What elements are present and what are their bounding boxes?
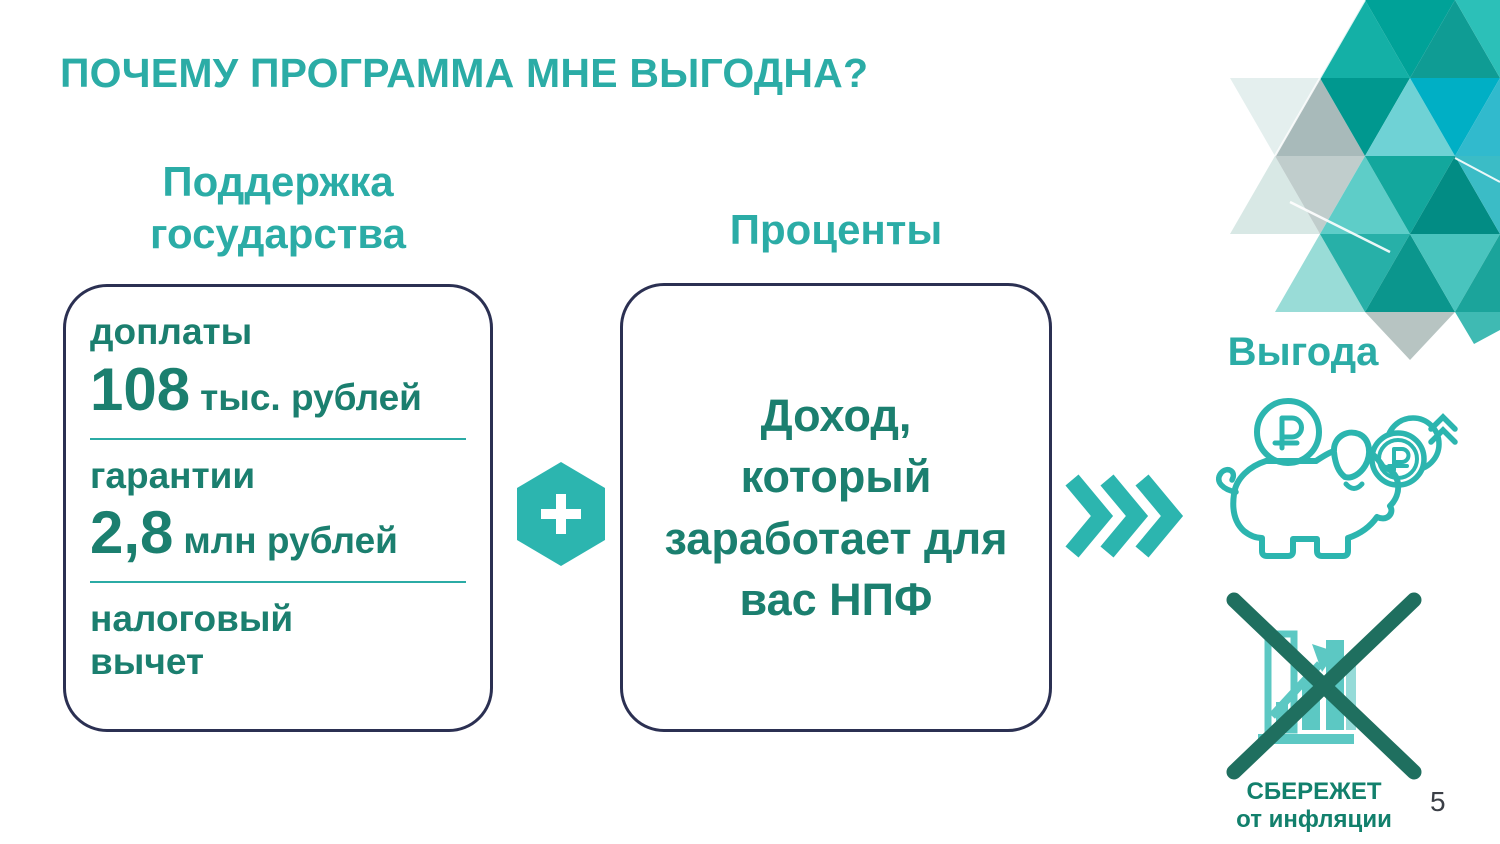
support-row-label: гарантии xyxy=(90,454,256,496)
plus-hexagon-icon xyxy=(517,462,605,566)
piggy-bank-icon xyxy=(1215,398,1458,559)
support-value-number: 108 xyxy=(90,355,191,423)
support-value-number: 2,8 xyxy=(90,499,174,567)
interest-column-header: Проценты xyxy=(729,206,943,253)
interest-card: Доход, который заработает для вас НПФ xyxy=(620,283,1052,732)
support-column-header: Поддержка государства xyxy=(150,158,406,258)
divider-line xyxy=(90,437,466,440)
growth-arrow-up-icon xyxy=(1428,413,1458,445)
ruble-coin-icon xyxy=(1254,398,1322,466)
benefit-column-header: Выгода xyxy=(1227,330,1379,374)
support-value-unit: тыс. рублей xyxy=(200,376,422,418)
support-row-label: доплаты xyxy=(90,311,253,352)
triple-chevron-right-icon xyxy=(1065,474,1184,558)
pig-ear xyxy=(1331,429,1373,481)
cross-x-icon xyxy=(1226,592,1422,780)
support-value-unit: млн рублей xyxy=(183,520,398,562)
inflation-caption: СБЕРЕЖЕТ от инфляции xyxy=(1236,778,1392,834)
support-row: налоговый вычет xyxy=(90,598,466,683)
page-number: 5 xyxy=(1430,786,1446,817)
pig-tail xyxy=(1215,467,1239,495)
divider-line xyxy=(90,581,466,584)
pig-eye xyxy=(1343,481,1365,491)
interest-card-text: Доход, который заработает для вас НПФ xyxy=(664,390,1008,625)
support-row-label: налоговый вычет xyxy=(90,598,294,682)
teal-triangle-mosaic-decoration xyxy=(1230,0,1500,360)
page-title: ПОЧЕМУ ПРОГРАММА МНЕ ВЫГОДНА? xyxy=(60,50,869,96)
coins-icon xyxy=(1369,413,1458,488)
pig-body xyxy=(1230,445,1402,559)
